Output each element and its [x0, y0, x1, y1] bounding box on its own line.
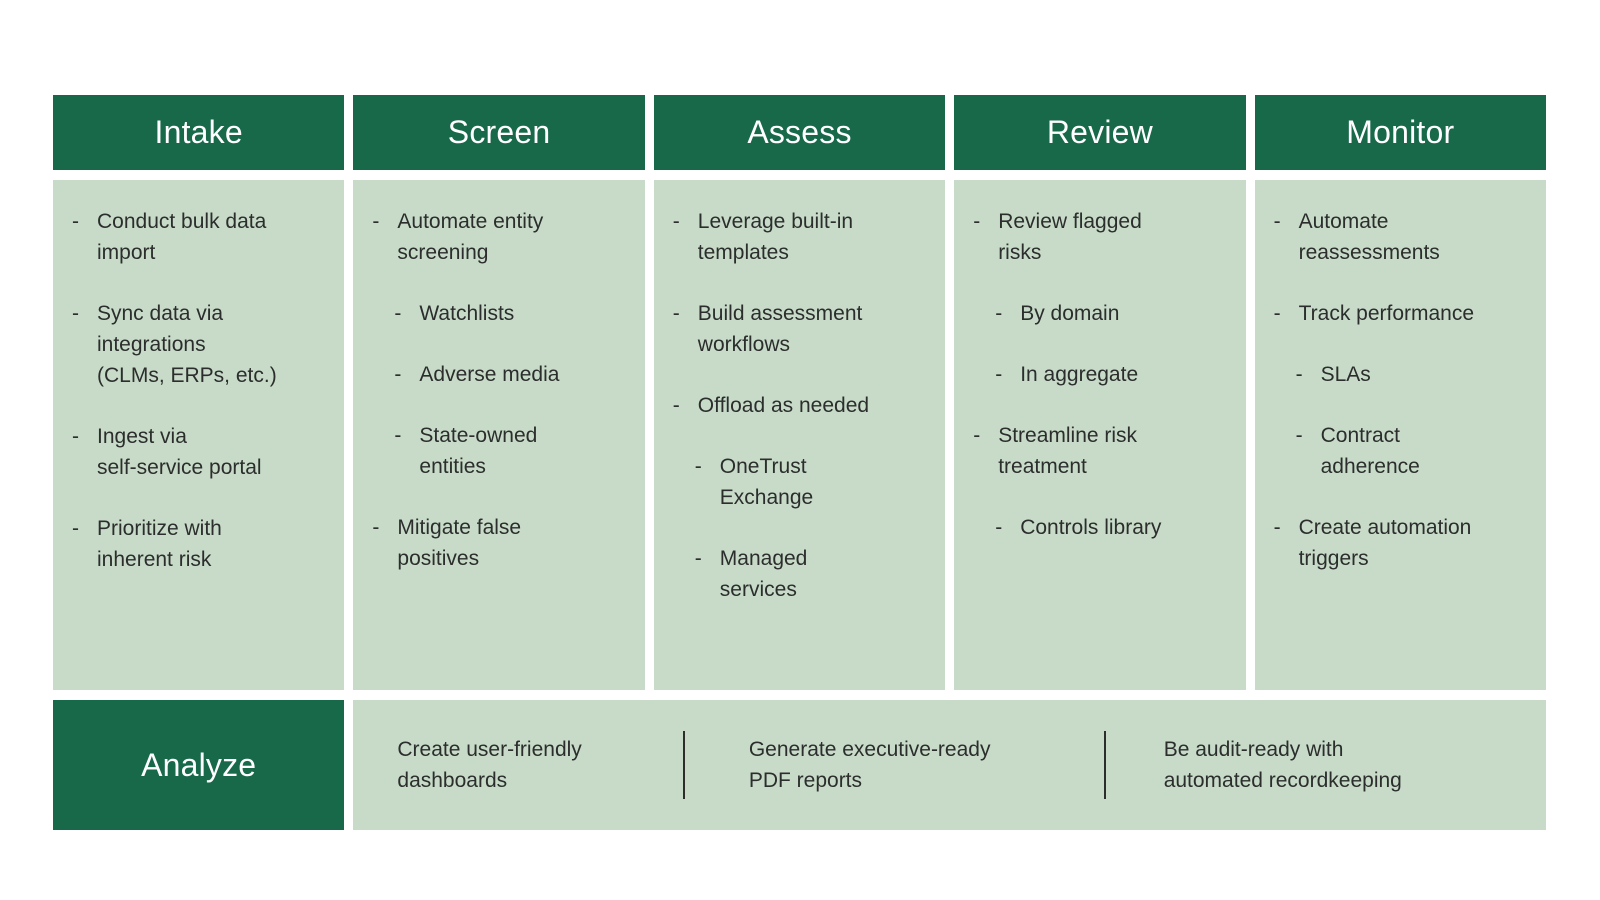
list-item: - Track performance: [1274, 298, 1532, 329]
dash-marker: -: [72, 517, 79, 540]
column-body-assess: - Leverage built-in templates - Build as…: [653, 180, 946, 690]
list-item-text: Streamline risk treatment: [998, 424, 1138, 478]
list-item: - Conduct bulk data import: [72, 206, 330, 268]
list-item-text: Controls library: [1020, 516, 1162, 539]
list-item: - Create automation triggers: [1274, 512, 1532, 574]
list-item: - By domain: [995, 298, 1231, 329]
list-item: - Ingest via self-service portal: [72, 421, 330, 483]
list-item: - OneTrust Exchange: [695, 451, 931, 513]
list-item: - Streamline risk treatment: [973, 420, 1231, 482]
analyze-header-label: Analyze: [141, 746, 257, 783]
column-header-review: Review: [954, 95, 1246, 170]
analyze-panel: Create user-friendly dashboards Generate…: [353, 700, 1546, 830]
list-item-text: Offload as needed: [697, 394, 870, 417]
divider: [682, 731, 685, 799]
list-item-text: By domain: [1020, 302, 1120, 325]
dash-marker: -: [1295, 424, 1303, 447]
dash-marker: -: [72, 425, 79, 448]
list-item-text: SLAs: [1320, 363, 1371, 386]
list-item-text: State-owned entities: [419, 424, 538, 478]
list-item: - Offload as needed: [673, 390, 931, 421]
list-item-text: OneTrust Exchange: [719, 455, 814, 509]
list-item: - Controls library: [995, 512, 1231, 543]
column-header-screen: Screen: [353, 95, 645, 170]
dash-marker: -: [672, 302, 680, 325]
dash-marker: -: [394, 424, 402, 447]
dash-marker: -: [672, 210, 680, 233]
list-item: - Mitigate false positives: [372, 512, 630, 574]
list-item-text: Conduct bulk data import: [97, 210, 267, 264]
column-body-review: - Review flagged risks - By domain - In …: [954, 180, 1246, 690]
list-item-text: Watchlists: [419, 302, 515, 325]
list-item: - Automate entity screening: [372, 206, 630, 268]
list-item-text: Leverage built-in templates: [697, 210, 854, 264]
column-header-monitor: Monitor: [1254, 95, 1546, 170]
list-item-text: Review flagged risks: [998, 210, 1142, 264]
analyze-item: Create user-friendly dashboards: [353, 700, 682, 830]
list-item-text: Adverse media: [419, 363, 560, 386]
analyze-item-text: Create user-friendly dashboards: [397, 738, 582, 792]
dash-marker: -: [372, 210, 380, 233]
list-item: - Sync data via integrations (CLMs, ERPs…: [72, 298, 330, 391]
divider: [1103, 731, 1106, 799]
list-item: - Review flagged risks: [973, 206, 1231, 268]
analyze-item-text: Be audit-ready with automated recordkeep…: [1163, 738, 1402, 792]
list-item: - SLAs: [1296, 359, 1532, 390]
column-body-monitor: - Automate reassessments - Track perform…: [1254, 180, 1546, 690]
dash-marker: -: [973, 424, 981, 447]
column-header-label: Monitor: [1346, 114, 1455, 150]
list-item-text: Build assessment workflows: [697, 302, 863, 356]
dash-marker: -: [72, 302, 79, 325]
dash-marker: -: [1273, 302, 1281, 325]
list-item-text: Create automation triggers: [1298, 516, 1472, 570]
dash-marker: -: [973, 210, 981, 233]
list-item: - In aggregate: [995, 359, 1231, 390]
column-body-screen: - Automate entity screening - Watchlists…: [353, 180, 645, 690]
dash-marker: -: [394, 363, 402, 386]
list-item-text: Prioritize with inherent risk: [97, 517, 222, 571]
dash-marker: -: [72, 210, 79, 233]
list-item: - Leverage built-in templates: [673, 206, 931, 268]
analyze-item: Be audit-ready with automated recordkeep…: [1106, 700, 1546, 830]
dash-marker: -: [995, 516, 1003, 539]
analyze-item-text: Generate executive-ready PDF reports: [748, 738, 991, 792]
list-item: - Contract adherence: [1296, 420, 1532, 482]
analyze-header: Analyze: [53, 700, 345, 830]
column-header-label: Screen: [447, 114, 551, 150]
list-item: - State-owned entities: [394, 420, 630, 482]
column-header-assess: Assess: [653, 95, 946, 170]
column-header-label: Intake: [154, 114, 243, 150]
dash-marker: -: [1295, 363, 1303, 386]
dash-marker: -: [1273, 516, 1281, 539]
list-item-text: Track performance: [1298, 302, 1475, 325]
list-item-text: Ingest via self-service portal: [97, 425, 262, 479]
dash-marker: -: [995, 302, 1003, 325]
analyze-item: Generate executive-ready PDF reports: [685, 700, 1104, 830]
list-item-text: Contract adherence: [1320, 424, 1420, 478]
dash-marker: -: [672, 394, 680, 417]
list-item: - Managed services: [695, 543, 931, 605]
column-header-label: Assess: [747, 114, 852, 150]
dash-marker: -: [1273, 210, 1281, 233]
list-item-text: Automate reassessments: [1298, 210, 1440, 264]
dash-marker: -: [995, 363, 1003, 386]
list-item-text: Sync data via integrations (CLMs, ERPs, …: [97, 302, 277, 387]
list-item: - Prioritize with inherent risk: [72, 513, 330, 575]
column-header-intake: Intake: [53, 95, 345, 170]
list-item-text: In aggregate: [1020, 363, 1139, 386]
dash-marker: -: [694, 455, 702, 478]
dash-marker: -: [372, 516, 380, 539]
list-item-text: Managed services: [719, 547, 808, 601]
dash-marker: -: [394, 302, 402, 325]
column-header-label: Review: [1046, 114, 1153, 150]
process-board: Intake Screen Assess Review Monitor - Co…: [53, 95, 1546, 830]
list-item-text: Automate entity screening: [397, 210, 544, 264]
list-item: - Automate reassessments: [1274, 206, 1532, 268]
dash-marker: -: [694, 547, 702, 570]
list-item: - Build assessment workflows: [673, 298, 931, 360]
column-body-intake: - Conduct bulk data import - Sync data v…: [53, 180, 345, 690]
list-item: - Adverse media: [394, 359, 630, 390]
list-item: - Watchlists: [394, 298, 630, 329]
list-item-text: Mitigate false positives: [397, 516, 522, 570]
